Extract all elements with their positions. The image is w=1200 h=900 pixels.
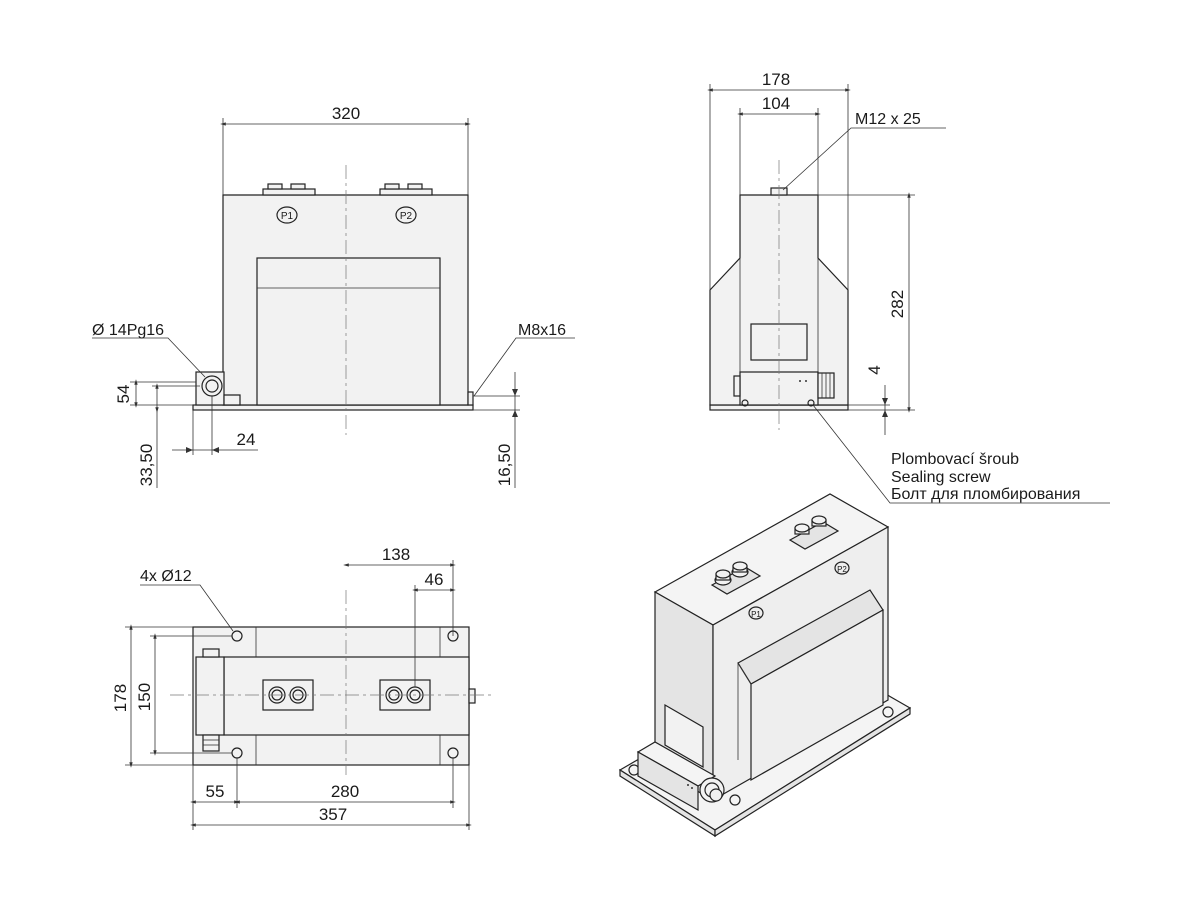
terminal-label-p1: P1 [281, 211, 294, 222]
iso-terminal-group-left [710, 561, 762, 595]
iso-label-plate [664, 703, 704, 769]
dim-label-46: 46 [425, 570, 444, 589]
terminal-label-p2: P2 [400, 211, 413, 222]
seal-note-ru: Болт для пломбирования [891, 486, 1080, 503]
dim-label-1650: 16,50 [495, 444, 514, 487]
holes-leader [140, 584, 234, 632]
holes-note: 4x Ø12 [140, 568, 192, 585]
seal-note-en: Sealing screw [891, 469, 991, 486]
iso-terminal-marker-p2 [834, 561, 850, 575]
dim-label-3350: 33,50 [137, 444, 156, 487]
dim-label-4: 4 [865, 365, 884, 374]
dim-label-138: 138 [382, 545, 410, 564]
dim-label-55: 55 [206, 782, 225, 801]
front-view: P1 P2 320 Ø 14Pg16 M8x16 54 33,50 24 [92, 104, 575, 488]
dim-label-54: 54 [114, 385, 133, 404]
dim-label-side-178: 178 [762, 70, 790, 89]
screw-leader [473, 337, 575, 397]
dim-label-top-178: 178 [111, 684, 130, 712]
sealing-screw-icon [807, 399, 815, 407]
dim-label-320: 320 [332, 104, 360, 123]
terminal-group-right [379, 183, 433, 196]
bolt-leader [782, 127, 946, 191]
front-window-panel [256, 257, 441, 406]
front-base-plate [192, 404, 474, 411]
terminal-group-left [262, 183, 316, 196]
terminal-marker-p1 [276, 206, 298, 224]
dim-label-357: 357 [319, 805, 347, 824]
iso-terminal-label-p1: P1 [751, 610, 761, 619]
dim-label-104: 104 [762, 94, 790, 113]
screw-note: M8x16 [518, 322, 566, 339]
front-gland-box [195, 371, 225, 406]
iso-terminal-marker-p1 [748, 606, 764, 620]
side-view: 178 104 M12 x 25 282 4 Plombovací šroub … [707, 70, 1110, 504]
side-screw-m8 [467, 391, 474, 406]
dim-label-24: 24 [237, 430, 256, 449]
dim-label-150: 150 [135, 683, 154, 711]
bolt-note: M12 x 25 [855, 111, 921, 128]
top-view: 138 46 4x Ø12 178 150 55 280 357 [111, 545, 495, 830]
dim-label-282: 282 [888, 290, 907, 318]
top-body-outline [223, 656, 470, 736]
seal-leader [812, 404, 1110, 504]
gland-note: Ø 14Pg16 [92, 322, 164, 339]
terminal-marker-p2 [395, 206, 417, 224]
gland-leader [92, 337, 206, 378]
top-terminal-box [195, 656, 225, 736]
iso-terminal-label-p2: P2 [837, 565, 847, 574]
dim-label-280: 280 [331, 782, 359, 801]
iso-terminal-group-right [788, 515, 840, 550]
isometric-view: P1 P2 [618, 493, 912, 838]
seal-note-cs: Plombovací šroub [891, 451, 1019, 468]
